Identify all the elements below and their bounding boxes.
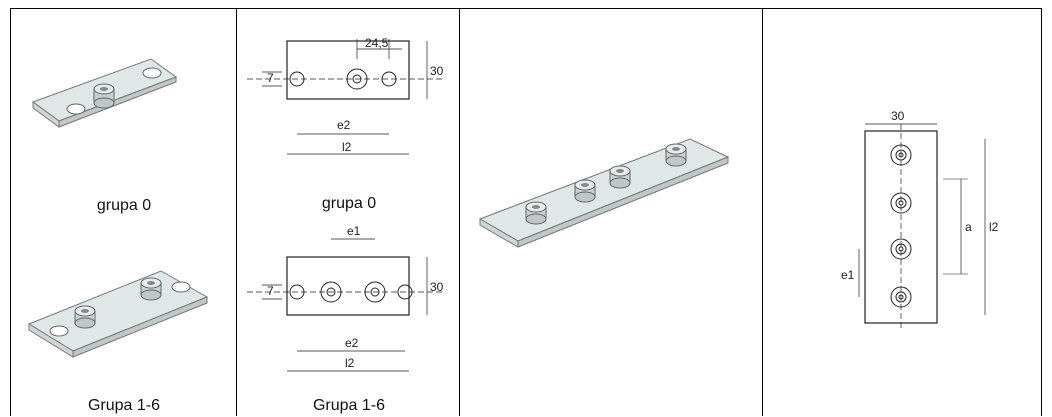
dim-width: 30 — [430, 280, 444, 294]
dim-l2: l2 — [342, 140, 352, 154]
dim-l2: l2 — [989, 220, 999, 234]
dim-e1: e1 — [347, 224, 361, 238]
caption-group-1-6: Grupa 1-6 — [312, 397, 386, 414]
dim-e2: e2 — [337, 118, 351, 132]
dim-offset: 24,5 — [365, 36, 389, 50]
dim-a: a — [965, 220, 972, 234]
dim-width: 30 — [430, 64, 444, 78]
isometric-plate-4-stud — [478, 138, 730, 248]
dim-hole: 7 — [267, 284, 274, 298]
dim-l2: l2 — [345, 356, 355, 370]
caption-group-0: grupa 0 — [96, 197, 152, 214]
drawing-bottom: e1 7 30 e2 l2 — [247, 224, 444, 372]
dim-e1: e1 — [841, 268, 855, 282]
cell-isometric-views: grupa 0 Grupa 1-6 — [10, 8, 236, 416]
cell-technical-drawings: 24,5 7 30 e2 l2 grupa 0 e1 7 — [236, 8, 459, 416]
dim-e2: e2 — [345, 336, 359, 350]
dim-width: 30 — [891, 109, 905, 123]
caption-group-1-6: Grupa 1-6 — [87, 397, 161, 414]
isometric-plate-2-hole — [27, 58, 209, 358]
caption-group-0: grupa 0 — [321, 195, 377, 212]
product-table: grupa 0 Grupa 1-6 24,5 7 30 e2 l2 grupa … — [10, 8, 1042, 416]
cell-vertical-drawing: 30 a l2 e1 — [762, 8, 1042, 416]
cell-long-plate-isometric — [459, 8, 762, 416]
drawing-vertical: 30 a l2 e1 — [841, 109, 999, 329]
dim-hole: 7 — [267, 71, 274, 85]
drawing-top: 24,5 7 30 e2 l2 — [247, 36, 444, 155]
